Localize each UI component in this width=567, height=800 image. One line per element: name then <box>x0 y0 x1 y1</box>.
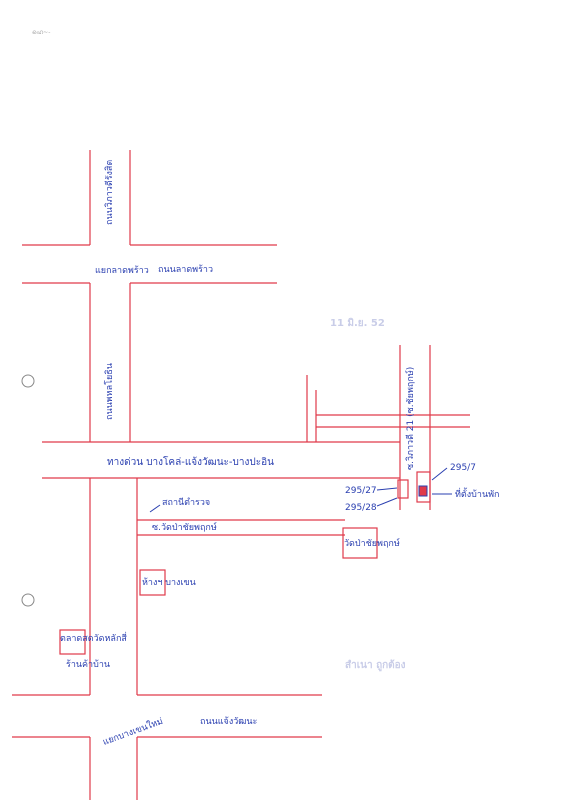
temple-label: วัดป่าชัยพฤกษ์ <box>344 537 400 549</box>
temple-box <box>342 527 378 559</box>
leader-line-295-7 <box>431 467 448 481</box>
police-label: สถานีตำรวจ <box>162 497 210 508</box>
house-number-295-27: 295/27 <box>345 486 377 496</box>
shop-label: ห้างฯ บางเขน <box>142 577 196 588</box>
soi-right-label: ซ.วิภาวดี 21 (ซ.ชัยพฤกษ์) <box>404 367 416 470</box>
market-label-2: ร้านค้าบ้าน <box>66 659 110 670</box>
house-box-left <box>397 479 409 499</box>
house-number-295-7: 295/7 <box>450 463 476 473</box>
leader-line-295-28 <box>376 497 398 507</box>
leader-line-police <box>149 504 161 513</box>
shop-box <box>139 569 166 596</box>
road-top-horizontal-label: ถนนลาดพร้าว <box>158 264 213 275</box>
my-house-label: ที่ตั้งบ้านพัก <box>455 487 499 500</box>
road-left-vertical-label: ถนนพหลโยธิน <box>104 363 115 420</box>
punch-hole-icon <box>21 593 35 607</box>
intersection-top-label: แยกลาดพร้าว <box>95 265 149 276</box>
leader-line-295-27 <box>376 487 398 491</box>
soi-temple-label: ซ.วัดป่าชัยพฤกษ์ <box>152 521 217 533</box>
my-house-marker-icon <box>418 485 428 497</box>
road-top-vertical-label: ถนนวิภาวดีรังสิต <box>104 160 115 225</box>
faint-certify-stamp: สำเนา ถูกต้อง <box>345 659 406 672</box>
road-bottom-horizontal-label: ถนนแจ้งวัฒนะ <box>200 716 258 727</box>
market-label: ตลาดสดวัดหลักสี่ <box>60 631 127 644</box>
main-road-label: ทางด่วน บางโคล่-แจ้งวัฒนะ-บางปะอิน <box>107 455 274 468</box>
house-number-295-28: 295/28 <box>345 503 377 513</box>
punch-hole-icon <box>21 374 35 388</box>
intersection-bottom-label: แยกบางเขนใหม่ <box>101 716 164 748</box>
faint-date-stamp: 11 มิ.ย. 52 <box>330 317 385 329</box>
corner-mark: ഹെ~- <box>32 29 50 36</box>
market-box <box>59 629 86 655</box>
house-box-right <box>416 471 431 503</box>
